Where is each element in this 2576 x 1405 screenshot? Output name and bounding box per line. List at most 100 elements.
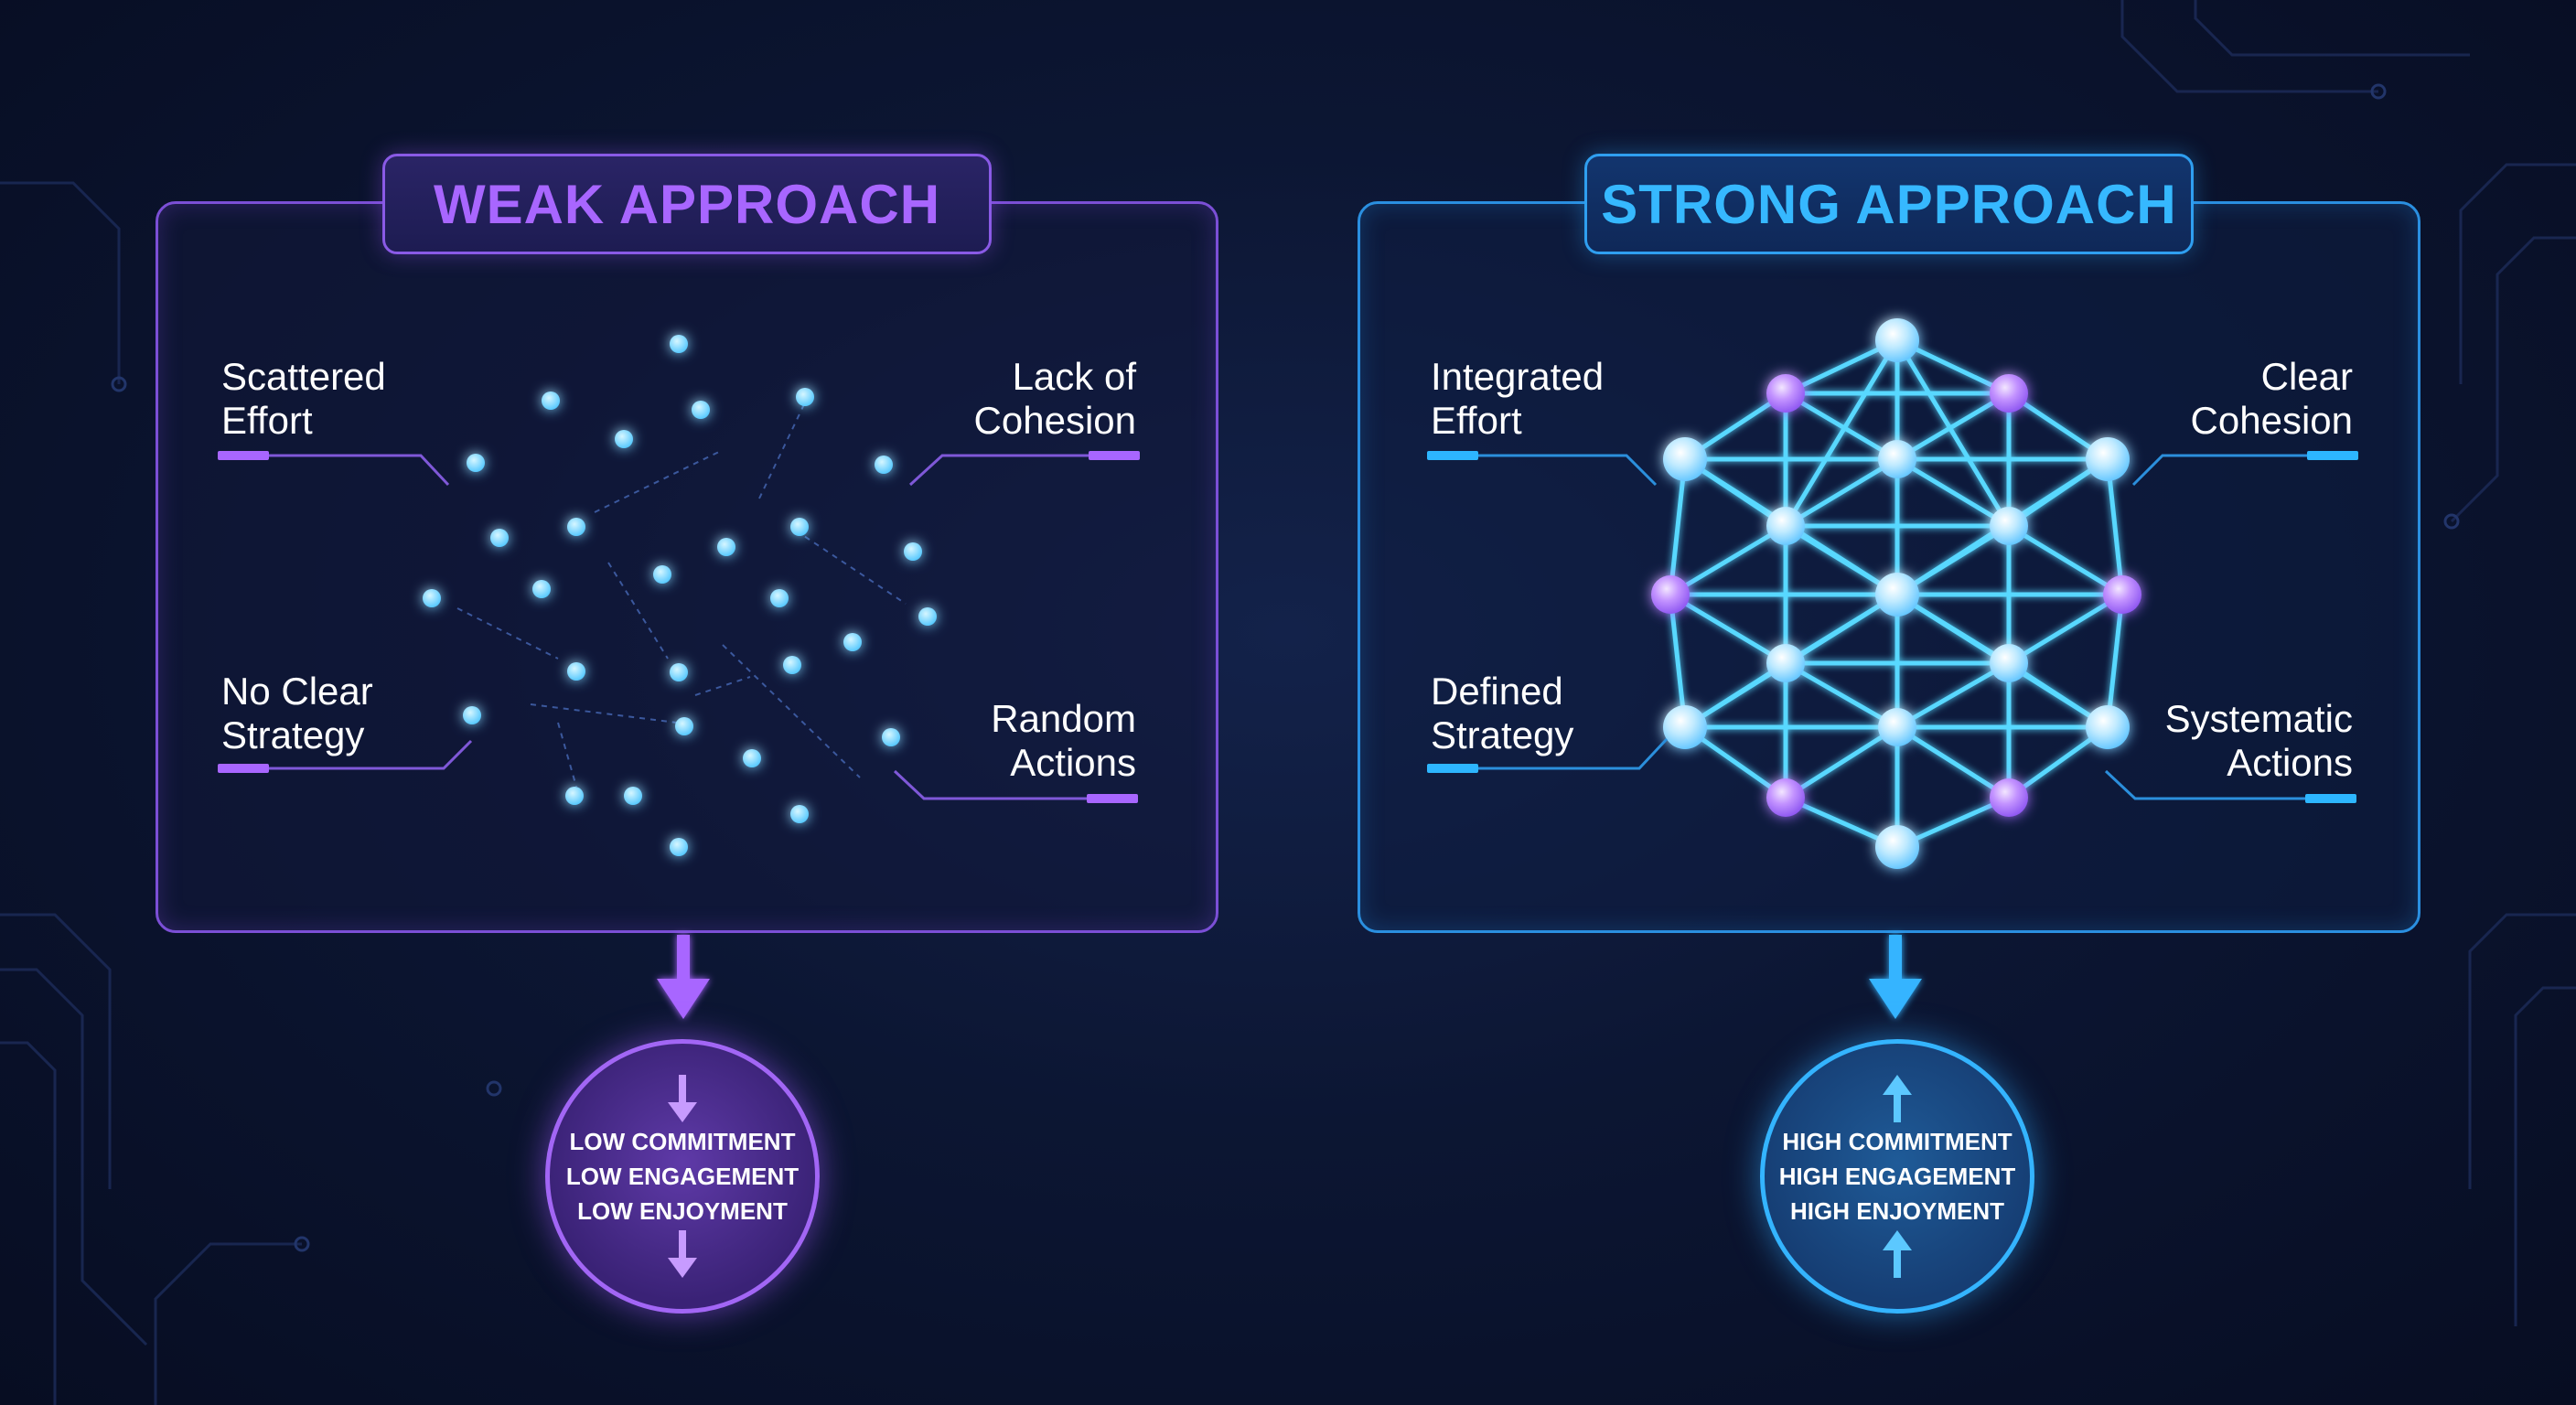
network-node <box>1878 440 1916 478</box>
weak-scattered-dots <box>423 335 937 856</box>
scattered-dot <box>918 607 937 626</box>
network-node <box>1990 507 2028 545</box>
weak-leader-lines <box>220 454 1140 800</box>
scattered-dot <box>692 401 710 419</box>
weak-approach-panel <box>156 201 1218 933</box>
arrow-down-icon <box>668 1075 697 1122</box>
strong-outcome-enjoyment: HIGH ENJOYMENT <box>1789 1197 2005 1225</box>
network-link <box>2006 523 2125 597</box>
weak-outcome-circle: LOW COMMITMENT LOW ENGAGEMENT LOW ENJOYM… <box>545 1039 820 1314</box>
scattered-dot <box>615 430 633 448</box>
network-link <box>2105 456 2125 597</box>
network-link <box>1894 724 2012 800</box>
scattered-dot <box>542 391 560 410</box>
scattered-dot <box>783 656 801 674</box>
network-node <box>1766 507 1805 545</box>
weak-outcome-enjoyment: LOW ENJOYMENT <box>577 1197 788 1225</box>
scattered-dot <box>670 335 688 353</box>
network-node <box>1875 825 1919 869</box>
scattered-dot <box>565 787 584 805</box>
strong-outcome-commitment: HIGH COMMITMENT <box>1782 1128 2012 1155</box>
arrow-up-icon <box>1883 1230 1912 1278</box>
network-node <box>1875 318 1919 362</box>
scattered-dot <box>843 633 862 651</box>
scattered-dot <box>653 565 671 584</box>
scattered-dot <box>743 749 761 767</box>
weak-scattered-links <box>456 402 907 788</box>
scattered-dot <box>463 706 481 724</box>
scattered-dot <box>675 717 693 735</box>
network-link <box>1783 456 1900 529</box>
network-link <box>1668 592 1788 666</box>
network-link <box>1894 660 2012 730</box>
network-node <box>1990 778 2028 817</box>
network-node <box>1766 374 1805 413</box>
scattered-dot <box>904 542 922 561</box>
scattered-dot <box>670 838 688 856</box>
network-link <box>2105 592 2125 730</box>
label-clear-cohesion: Clear Cohesion <box>2190 355 2353 442</box>
network-node <box>1651 575 1690 614</box>
network-link <box>1668 592 1688 730</box>
scattered-dot <box>717 538 735 556</box>
network-node <box>1875 573 1919 617</box>
network-node <box>2086 705 2130 749</box>
network-node <box>1663 705 1707 749</box>
scattered-dot <box>875 456 893 474</box>
strong-network-nodes <box>1651 318 2141 869</box>
strong-outcome-engagement: HIGH ENGAGEMENT <box>1778 1163 2016 1190</box>
scattered-dot <box>423 589 441 607</box>
weak-outcome-commitment: LOW COMMITMENT <box>569 1128 796 1155</box>
network-link <box>1668 523 1788 597</box>
network-link <box>1783 338 1900 529</box>
label-no-clear-strategy: No Clear Strategy <box>221 670 373 756</box>
strong-label-accent-bars <box>1427 451 2358 803</box>
arrow-up-icon <box>1883 1075 1912 1122</box>
network-node <box>1990 374 2028 413</box>
scattered-dot <box>770 589 789 607</box>
network-node <box>1663 437 1707 481</box>
strong-approach-title: STRONG APPROACH <box>1584 154 2194 254</box>
network-node <box>1766 644 1805 682</box>
arrow-down-icon <box>668 1230 697 1278</box>
strong-leader-lines <box>1427 454 2358 800</box>
label-integrated-effort: Integrated Effort <box>1431 355 1605 442</box>
label-scattered-effort: Scattered Effort <box>221 355 386 442</box>
scattered-dot <box>670 663 688 681</box>
scattered-dot <box>490 529 509 547</box>
network-node <box>1878 708 1916 746</box>
scattered-dot <box>796 388 814 406</box>
scattered-dot <box>624 787 642 805</box>
strong-flow-arrow-icon <box>1869 935 1922 1019</box>
network-link <box>1783 660 1900 730</box>
network-link <box>1783 724 1900 800</box>
label-random-actions: Random Actions <box>991 697 1136 784</box>
network-link <box>2006 592 2125 666</box>
weak-label-accent-bars <box>218 451 1140 803</box>
label-lack-of-cohesion: Lack of Cohesion <box>973 355 1136 442</box>
network-node <box>1766 778 1805 817</box>
weak-flow-arrow-icon <box>657 935 710 1019</box>
scattered-dot <box>790 805 809 823</box>
network-link <box>1668 456 1688 597</box>
weak-approach-title: WEAK APPROACH <box>382 154 992 254</box>
network-node <box>2103 575 2141 614</box>
scattered-dot <box>532 580 551 598</box>
network-link <box>1894 391 2012 462</box>
scattered-dot <box>567 662 585 681</box>
network-node <box>2086 437 2130 481</box>
scattered-dot <box>567 518 585 536</box>
network-link <box>1894 338 2012 529</box>
strong-outcome-circle: HIGH COMMITMENT HIGH ENGAGEMENT HIGH ENJ… <box>1760 1039 2034 1314</box>
label-defined-strategy: Defined Strategy <box>1431 670 1574 756</box>
network-link <box>1894 456 2012 529</box>
label-systematic-actions: Systematic Actions <box>2164 697 2353 784</box>
network-link <box>1783 391 1900 462</box>
scattered-dot <box>790 518 809 536</box>
network-node <box>1990 644 2028 682</box>
scattered-dot <box>467 454 485 472</box>
weak-outcome-engagement: LOW ENGAGEMENT <box>565 1163 800 1190</box>
scattered-dot <box>882 728 900 746</box>
